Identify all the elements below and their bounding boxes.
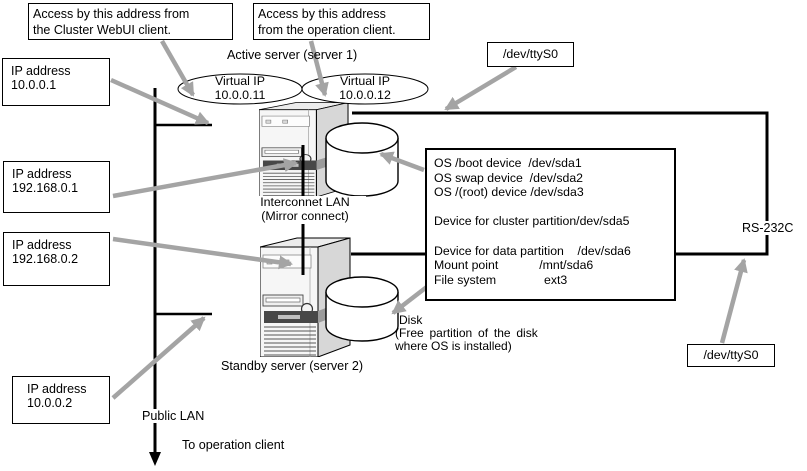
ip-box-192-168-0-1: IP address 192.168.0.1 bbox=[3, 161, 110, 213]
arrow-ip1-to-lan bbox=[110, 77, 210, 126]
virtual-ip2-title: Virtual IP bbox=[339, 74, 391, 88]
ip3-address: 192.168.0.2 bbox=[12, 251, 79, 266]
arrow-ip4-to-lan bbox=[111, 316, 206, 400]
interconnect-line1: Interconnet LAN bbox=[260, 195, 350, 209]
arrow-osinfo-to-active-disk bbox=[379, 151, 425, 173]
callout-operation-line1: Access by this address bbox=[258, 7, 386, 21]
ip-box-192-168-0-2: IP address 192.168.0.2 bbox=[3, 232, 110, 286]
arrow-ttys0-bottom bbox=[719, 258, 748, 344]
ip4-label: IP address bbox=[27, 382, 87, 396]
arrow-operation-to-vip2 bbox=[308, 40, 329, 97]
os-info-box: OS /boot device /dev/sda1 OS swap device… bbox=[425, 148, 676, 301]
callout-webui-line1: Access by this address from bbox=[33, 7, 190, 21]
rs232c-label: RS-232C bbox=[742, 221, 794, 235]
disk-note: Disk (Free partition of the disk where O… bbox=[395, 314, 550, 352]
connector-arrows bbox=[110, 39, 748, 400]
ip2-label: IP address bbox=[12, 167, 72, 181]
virtual-ip1-label: Virtual IP 10.0.0.11 bbox=[178, 74, 302, 102]
callout-operation-access: Access by this address from the operatio… bbox=[253, 3, 430, 40]
callout-operation-line2: from the operation client. bbox=[258, 23, 396, 37]
ip-box-10-0-0-1: IP address 10.0.0.1 bbox=[2, 58, 110, 106]
ip1-address: 10.0.0.1 bbox=[11, 77, 57, 92]
ttys0-bottom-box: /dev/ttyS0 bbox=[687, 344, 775, 367]
public-lan-line bbox=[153, 88, 212, 454]
os-info-line: Device for cluster partition/dev/sda5 bbox=[434, 214, 630, 229]
arrow-ip2-to-active bbox=[112, 158, 298, 199]
callout-webui-access: Access by this address from the Cluster … bbox=[28, 3, 233, 40]
virtual-ip1-address: 10.0.0.11 bbox=[214, 87, 266, 102]
active-disk-cylinder bbox=[325, 122, 399, 197]
virtual-ip1-title: Virtual IP bbox=[214, 74, 266, 88]
active-server-label: Active server (server 1) bbox=[227, 48, 358, 62]
ip3-label: IP address bbox=[12, 238, 72, 252]
disk-note-line3: where OS is installed) bbox=[395, 338, 512, 353]
to-operation-client-label: To operation client bbox=[182, 438, 285, 452]
arrow-osinfo-to-standby-disk bbox=[391, 284, 430, 315]
interconnect-label: Interconnet LAN (Mirror connect) bbox=[244, 195, 366, 224]
disk-note-line2: (Free partition of the disk bbox=[395, 325, 538, 340]
arrow-ip3-to-standby bbox=[112, 236, 293, 270]
arrow-webui-to-vip1 bbox=[160, 39, 195, 97]
arrow-ttys0-top bbox=[444, 65, 518, 111]
os-info-line: Mount point /mnt/sda6 bbox=[434, 258, 594, 273]
os-info-line: OS /(root) device /dev/sda3 bbox=[434, 185, 584, 200]
virtual-ip2-label: Virtual IP 10.0.0.12 bbox=[303, 74, 427, 102]
ttys0-top-box: /dev/ttyS0 bbox=[487, 42, 574, 67]
interconnect-line2: (Mirror connect) bbox=[261, 208, 349, 223]
ip2-address: 192.168.0.1 bbox=[12, 180, 79, 195]
virtual-ip2-ellipse bbox=[301, 73, 429, 105]
virtual-ip2-address: 10.0.0.12 bbox=[339, 87, 391, 102]
public-lan-label: Public LAN bbox=[142, 409, 205, 423]
os-info-line: OS /boot device /dev/sda1 bbox=[434, 156, 582, 170]
os-info-line: Device for data partition /dev/sda6 bbox=[434, 243, 631, 258]
public-lan-arrowhead bbox=[149, 452, 161, 466]
os-info-line bbox=[434, 229, 674, 244]
ip1-label: IP address bbox=[11, 64, 71, 78]
os-info-line: OS swap device /dev/sda2 bbox=[434, 170, 584, 185]
standby-server-label: Standby server (server 2) bbox=[221, 359, 364, 373]
callout-webui-line2: the Cluster WebUI client. bbox=[33, 23, 172, 37]
disk-note-title: Disk bbox=[399, 313, 423, 327]
os-info-line bbox=[434, 200, 674, 215]
os-info-line: File system ext3 bbox=[434, 272, 568, 287]
ip4-address: 10.0.0.2 bbox=[27, 395, 73, 410]
standby-disk-cylinder bbox=[325, 276, 399, 342]
ip-box-10-0-0-2: IP address 10.0.0.2 bbox=[12, 376, 110, 424]
